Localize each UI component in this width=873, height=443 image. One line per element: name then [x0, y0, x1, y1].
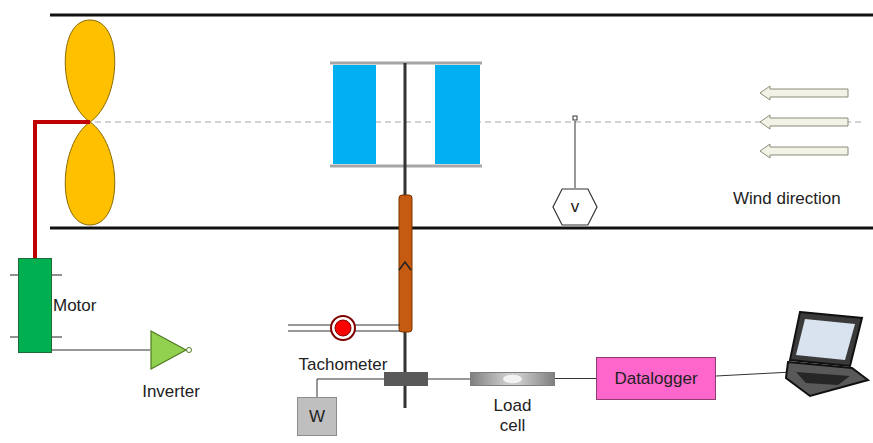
wind-arrow [760, 86, 848, 158]
motor-box: Motor [18, 258, 52, 353]
inverter-symbol: Inverter [150, 330, 192, 370]
data-cable [716, 372, 792, 376]
tunnel-wall [50, 14, 873, 17]
fan-blade [65, 20, 115, 122]
node-text: Inverter [142, 382, 200, 402]
node-text: W [309, 407, 325, 427]
inverter-symbol-outline [150, 330, 192, 370]
turbine-blade [435, 65, 480, 164]
load-cell: Load cell [470, 372, 555, 386]
load-link [428, 379, 470, 380]
turbine-blade [333, 65, 376, 164]
probe-stem [575, 121, 576, 188]
bearing-mark [399, 262, 411, 270]
torque-arm [384, 372, 428, 386]
bearing [399, 195, 412, 332]
probe-tip [573, 116, 577, 120]
node-text: Motor [53, 296, 96, 316]
velocity-probe: v [552, 188, 598, 226]
tachometer-symbol: Tachometer [330, 315, 356, 341]
node-text: Load cell [494, 396, 532, 435]
laptop-icon [786, 312, 868, 396]
load-cell-outline [470, 372, 555, 386]
node-text: Datalogger [614, 369, 697, 389]
signal-wire [52, 350, 150, 351]
fan-blade [65, 122, 115, 225]
tachometer-symbol-outline [330, 315, 356, 341]
flow-label: Wind direction [733, 189, 841, 209]
signal-wire [555, 378, 596, 379]
fan-shaft [35, 122, 90, 258]
weight-box: W [297, 397, 337, 436]
node-text: Tachometer [299, 355, 388, 375]
tunnel-wall [50, 227, 873, 230]
datalogger-box: Datalogger [596, 357, 716, 400]
node-text: v [571, 197, 580, 217]
weight-string [317, 379, 384, 397]
